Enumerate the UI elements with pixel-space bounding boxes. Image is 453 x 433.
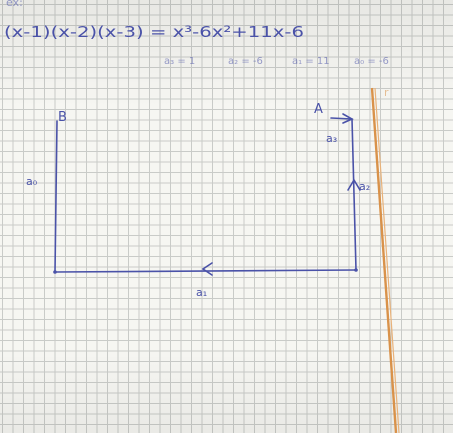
pencil-line [370, 87, 398, 433]
coefficient-a3: a₃ = 1 [164, 56, 195, 67]
segment-a2 [351, 118, 357, 271]
label-a0: a₀ [26, 175, 38, 188]
cut-off-heading: ex: [6, 0, 23, 9]
arrow-a2 [347, 178, 361, 191]
point-a-label: A [314, 102, 323, 117]
margin-mark: r [384, 86, 389, 99]
label-a1: a₁ [196, 286, 207, 299]
label-a2: a₂ [359, 180, 370, 193]
coefficient-a1: a₁ = 11 [292, 56, 330, 67]
segment-a3 [330, 117, 353, 120]
arrow-a1 [201, 262, 213, 276]
label-a3: a₃ [326, 132, 337, 145]
corner-dot [354, 268, 358, 272]
coefficient-path [54, 113, 361, 276]
equation: (x-1)(x-2)(x-3) = x³-6x²+11x-6 [4, 23, 304, 41]
coefficient-a0: a₀ = -6 [354, 56, 389, 67]
corner-dot [53, 270, 57, 274]
coefficient-a2: a₂ = -6 [228, 56, 263, 67]
point-b-label: B [58, 110, 67, 125]
segment-a0 [54, 120, 58, 273]
pencil-line-shadow [374, 87, 400, 433]
